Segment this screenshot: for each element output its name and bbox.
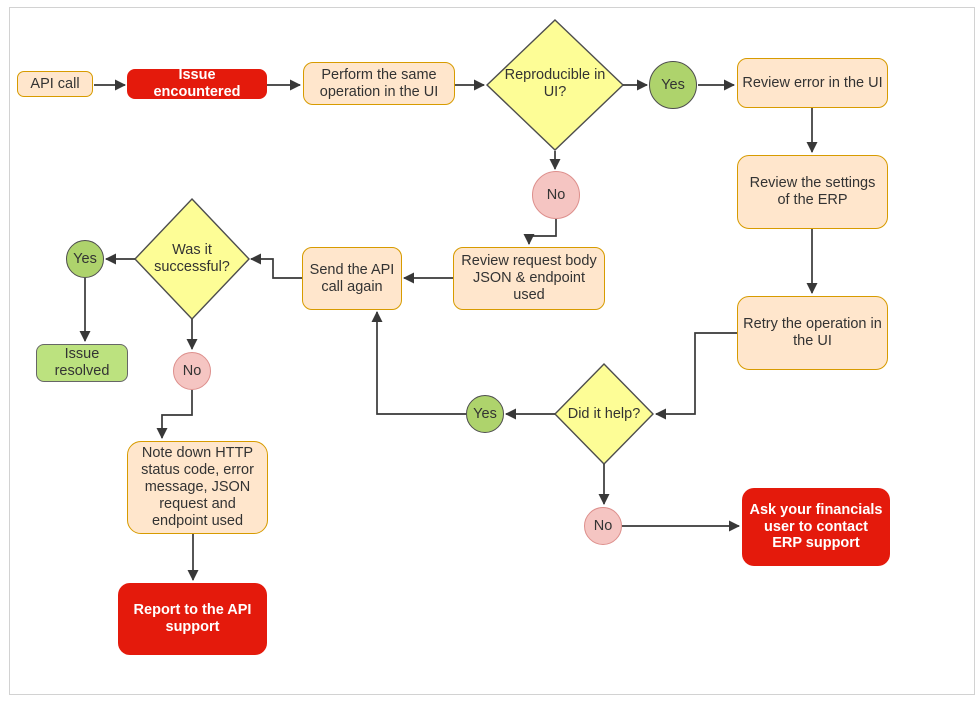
yes-circle-reproducible: Yes [649, 61, 697, 109]
decision-reproducible-label: Reproducible in UI? [504, 67, 606, 100]
connector-10 [523, 219, 557, 245]
node-report-api-support: Report to the API support [118, 583, 267, 655]
decision-was-successful-label: Was it successful? [154, 242, 230, 275]
node-review-erp-settings: Review the settings of the ERP [737, 155, 888, 229]
yes-circle-successful: Yes [66, 240, 104, 278]
node-api-call: API call [17, 71, 93, 97]
decision-reproducible-shape [485, 19, 625, 151]
no-circle-reproducible: No [532, 171, 580, 219]
node-review-error-ui: Review error in the UI [737, 58, 888, 108]
node-perform-same-operation: Perform the same operation in the UI [303, 62, 455, 105]
node-retry-operation-ui: Retry the operation in the UI [737, 296, 888, 370]
no-circle-did-it-help: No [584, 507, 622, 545]
connector-19 [371, 311, 466, 415]
node-issue-encountered: Issue encountered [127, 67, 267, 100]
node-issue-resolved: Issue resolved [36, 344, 128, 382]
node-ask-erp-support: Ask your financials user to contact ERP … [742, 488, 890, 566]
decision-did-it-help-label: Did it help? [567, 405, 641, 422]
yes-circle-did-it-help: Yes [466, 395, 504, 433]
connector-12 [250, 253, 302, 279]
node-review-request-body: Review request body JSON & endpoint used [453, 247, 605, 310]
connector-8 [655, 332, 737, 420]
no-circle-successful: No [173, 352, 211, 390]
node-note-down-details: Note down HTTP status code, error messag… [127, 441, 268, 534]
connector-16 [156, 390, 193, 439]
node-send-api-again: Send the API call again [302, 247, 402, 310]
